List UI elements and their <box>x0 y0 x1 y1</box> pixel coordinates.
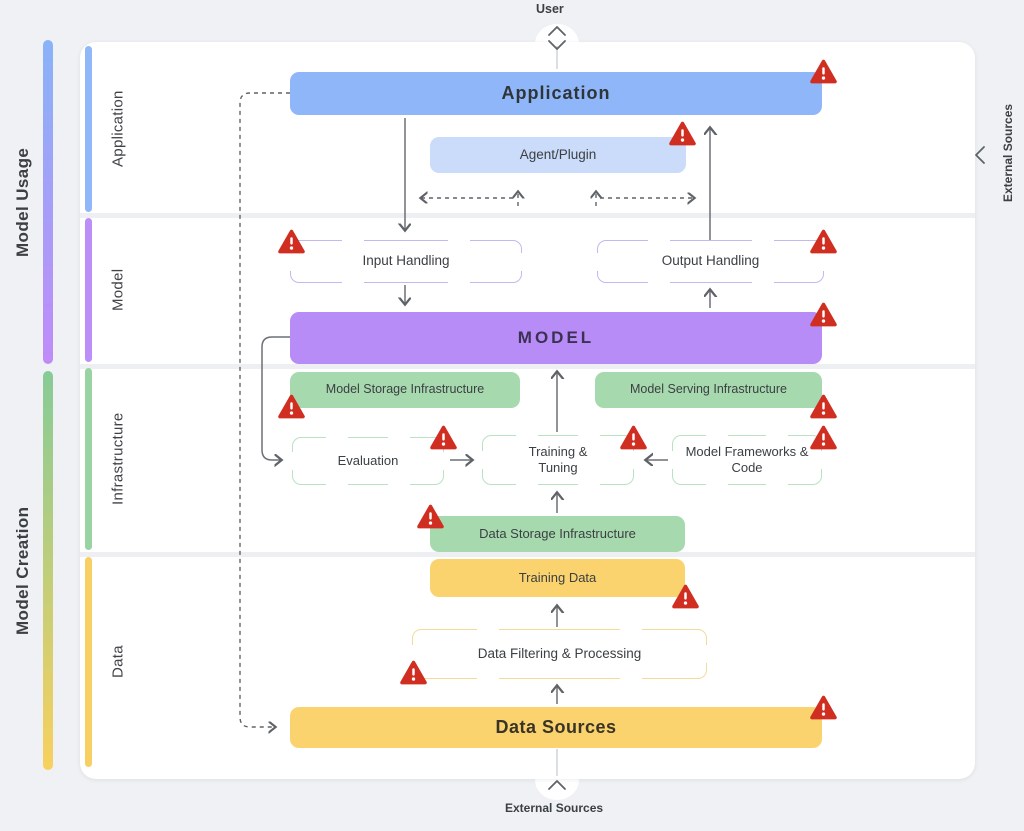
border-gap <box>441 452 446 470</box>
node-model[interactable]: MODEL <box>290 312 822 364</box>
node-label: Evaluation <box>337 452 399 468</box>
infrastructure-band-bar <box>85 368 92 550</box>
node-label: Agent/Plugin <box>519 146 597 162</box>
band-separator <box>80 552 975 557</box>
warning-icon[interactable] <box>620 425 647 450</box>
border-gap <box>480 451 485 469</box>
warning-icon[interactable] <box>810 302 837 327</box>
warning-icon[interactable] <box>810 394 837 419</box>
border-gap <box>516 482 538 487</box>
border-gap <box>631 451 636 469</box>
border-gap <box>410 645 415 663</box>
band-separator <box>80 213 975 218</box>
border-gap <box>288 252 293 271</box>
node-label: Model Serving Infrastructure <box>629 382 787 397</box>
node-data-storage-infrastructure[interactable]: Data Storage Infrastructure <box>430 516 685 552</box>
band-label-infrastructure: Infrastructure <box>109 412 127 506</box>
node-data-sources[interactable]: Data Sources <box>290 707 822 748</box>
border-gap <box>704 645 709 663</box>
node-label: Input Handling <box>362 253 450 269</box>
application-band-bar <box>85 46 92 212</box>
node-label: Training Data <box>518 569 597 585</box>
warning-icon[interactable] <box>672 584 699 609</box>
border-gap <box>448 280 471 285</box>
node-training-data[interactable]: Training Data <box>430 559 685 597</box>
warning-icon[interactable] <box>810 59 837 84</box>
band-label-data: Data <box>109 645 127 679</box>
warning-icon[interactable] <box>400 660 427 685</box>
band-label-model: Model <box>109 268 127 312</box>
border-gap <box>647 238 670 243</box>
border-gap <box>477 627 500 632</box>
warning-icon[interactable] <box>278 229 305 254</box>
node-label: Data Filtering & Processing <box>477 645 642 661</box>
node-model-frameworks-code[interactable]: Model Frameworks & Code <box>670 433 824 487</box>
node-model-serving-infrastructure[interactable]: Model Serving Infrastructure <box>595 372 822 408</box>
band-label-application: Application <box>109 90 127 168</box>
chevron-left-icon <box>975 146 985 164</box>
model-creation-label: Model Creation <box>13 506 32 636</box>
node-label: Output Handling <box>661 253 760 269</box>
node-label: Data Sources <box>495 717 617 738</box>
node-label: Model Frameworks & Code <box>685 443 809 475</box>
border-gap <box>766 482 789 487</box>
warning-icon[interactable] <box>417 504 444 529</box>
model-band-bar <box>85 218 92 362</box>
border-gap <box>388 435 410 440</box>
node-model-storage-infrastructure[interactable]: Model Storage Infrastructure <box>290 372 520 408</box>
border-gap <box>766 433 789 438</box>
border-gap <box>819 451 824 469</box>
external-sources-bottom-label: External Sources <box>505 801 604 815</box>
warning-icon[interactable] <box>278 394 305 419</box>
warning-icon[interactable] <box>810 425 837 450</box>
border-gap <box>290 452 295 470</box>
border-gap <box>341 238 364 243</box>
node-label: Training & Tuning <box>528 443 588 475</box>
border-gap <box>751 238 774 243</box>
node-label: MODEL <box>517 328 595 348</box>
node-agent-plugin[interactable]: Agent/Plugin <box>430 137 686 173</box>
node-label: Data Storage Infrastructure <box>479 525 636 541</box>
border-gap <box>388 482 410 487</box>
border-gap <box>705 482 728 487</box>
border-gap <box>705 433 728 438</box>
data-band-bar <box>85 557 92 767</box>
node-input-handling[interactable]: Input Handling <box>288 238 524 285</box>
external-sources-right-label: External Sources <box>1001 103 1015 203</box>
node-label: Application <box>501 83 611 104</box>
border-gap <box>751 280 774 285</box>
user-label: User <box>536 2 564 16</box>
border-gap <box>578 482 600 487</box>
border-gap <box>519 252 524 271</box>
warning-icon[interactable] <box>810 695 837 720</box>
band-separator <box>80 364 975 369</box>
node-evaluation[interactable]: Evaluation <box>290 435 446 487</box>
border-gap <box>595 252 600 271</box>
node-training-tuning[interactable]: Training & Tuning <box>480 433 636 487</box>
node-data-filtering-processing[interactable]: Data Filtering & Processing <box>410 627 709 681</box>
border-gap <box>326 435 348 440</box>
warning-icon[interactable] <box>810 229 837 254</box>
model-usage-label: Model Usage <box>13 147 32 258</box>
border-gap <box>578 433 600 438</box>
model-usage-bar <box>43 40 53 364</box>
node-label: Model Storage Infrastructure <box>325 382 485 397</box>
border-gap <box>619 627 642 632</box>
warning-icon[interactable] <box>430 425 457 450</box>
border-gap <box>448 238 471 243</box>
border-gap <box>477 676 500 681</box>
border-gap <box>516 433 538 438</box>
border-gap <box>670 451 675 469</box>
border-gap <box>341 280 364 285</box>
border-gap <box>821 252 826 271</box>
border-gap <box>326 482 348 487</box>
border-gap <box>619 676 642 681</box>
model-creation-bar <box>43 371 53 770</box>
node-output-handling[interactable]: Output Handling <box>595 238 826 285</box>
warning-icon[interactable] <box>669 121 696 146</box>
node-application[interactable]: Application <box>290 72 822 115</box>
border-gap <box>647 280 670 285</box>
